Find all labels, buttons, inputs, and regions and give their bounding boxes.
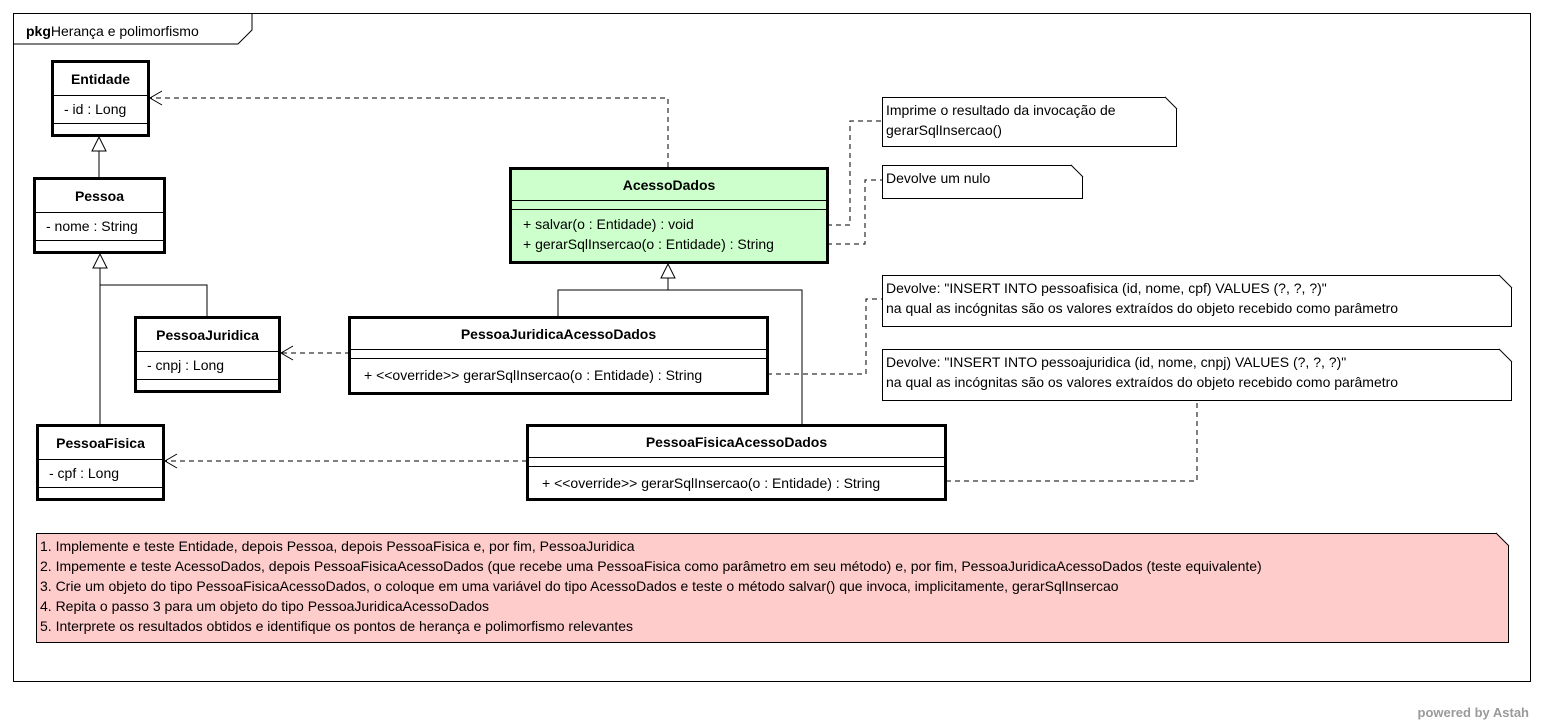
method-override: + <<override>> gerarSqlInsercao(o : Enti… [364,367,703,383]
package-name: Herança e polimorfismo [50,23,199,39]
class-name: Pessoa [74,188,125,204]
package-keyword: pkg [26,23,51,39]
note-gerar: Devolve um nulo [882,165,1083,199]
note-salvar: Imprime o resultado da invocação de gera… [882,97,1177,147]
task-item: 4. Repita o passo 3 para um objeto do ti… [40,598,490,614]
class-pessoa-juridica[interactable]: PessoaJuridica - cnpj : Long [134,316,281,393]
generalization-pfacesso [668,289,803,424]
anchor-pj [758,298,882,375]
class-attribute: - cnpj : Long [147,357,225,373]
note-line: Imprime o resultado da invocação de [886,102,1116,118]
dependency-acesso-entidade [150,97,669,167]
note-line: na qual as incógnitas são os valores ext… [886,374,1399,390]
task-item: 2. Impemente e teste AcessoDados, depois… [40,558,1262,574]
task-item: 3. Crie um objeto do tipo PessoaFisicaAc… [40,578,1119,594]
task-item: 5. Interprete os resultados obtidos e id… [40,618,634,634]
package-tab: pkgHerança e polimorfismo [14,14,213,44]
class-attribute: - nome : String [46,218,138,234]
anchor-salvar [818,120,882,226]
note-line: Devolve um nulo [886,170,991,186]
task-item: 1. Implemente e teste Entidade, depois P… [40,538,635,554]
anchor-gerar [818,179,882,245]
package-frame [13,13,1531,682]
note-line: na qual as incógnitas são os valores ext… [886,300,1399,316]
class-pessoa-fisica[interactable]: PessoaFisica - cpf : Long [36,424,165,501]
generalization-pjacesso [557,289,668,316]
note-line: Devolve: "INSERT INTO pessoafisica (id, … [886,280,1327,296]
note-line: Devolve: "INSERT INTO pessoajuridica (id… [886,354,1347,370]
note-pj: Devolve: "INSERT INTO pessoajuridica (id… [882,349,1512,401]
method-salvar: + salvar(o : Entidade) : void [523,216,694,232]
class-pessoa-fisica-acesso-dados[interactable]: PessoaFisicaAcessoDados + <<override>> g… [526,424,947,501]
method-override: + <<override>> gerarSqlInsercao(o : Enti… [542,475,881,491]
note-pf: Devolve: "INSERT INTO pessoafisica (id, … [882,275,1512,327]
class-name: PessoaFisica [56,435,145,451]
class-attribute: - id : Long [64,101,127,117]
note-tasks: 1. Implemente e teste Entidade, depois P… [36,533,1509,643]
powered-by-label: powered by Astah [1417,705,1529,720]
note-line: gerarSqlInsercao() [886,122,1002,138]
generalization-pj-pessoa [100,284,208,316]
class-name: Entidade [70,71,131,87]
class-name: PessoaFisicaAcessoDados [645,434,828,450]
method-gerar-sql: + gerarSqlInsercao(o : Entidade) : Strin… [523,236,774,252]
class-name: PessoaJuridicaAcessoDados [460,326,657,342]
class-acesso-dados[interactable]: AcessoDados + salvar(o : Entidade) : voi… [509,167,829,264]
class-entidade[interactable]: Entidade - id : Long [51,60,150,137]
class-name: PessoaJuridica [156,327,259,343]
class-pessoa-juridica-acesso-dados[interactable]: PessoaJuridicaAcessoDados + <<override>>… [348,316,769,395]
class-attribute: - cpf : Long [49,465,120,481]
class-name: AcessoDados [622,177,716,193]
class-pessoa[interactable]: Pessoa - nome : String [33,177,166,254]
